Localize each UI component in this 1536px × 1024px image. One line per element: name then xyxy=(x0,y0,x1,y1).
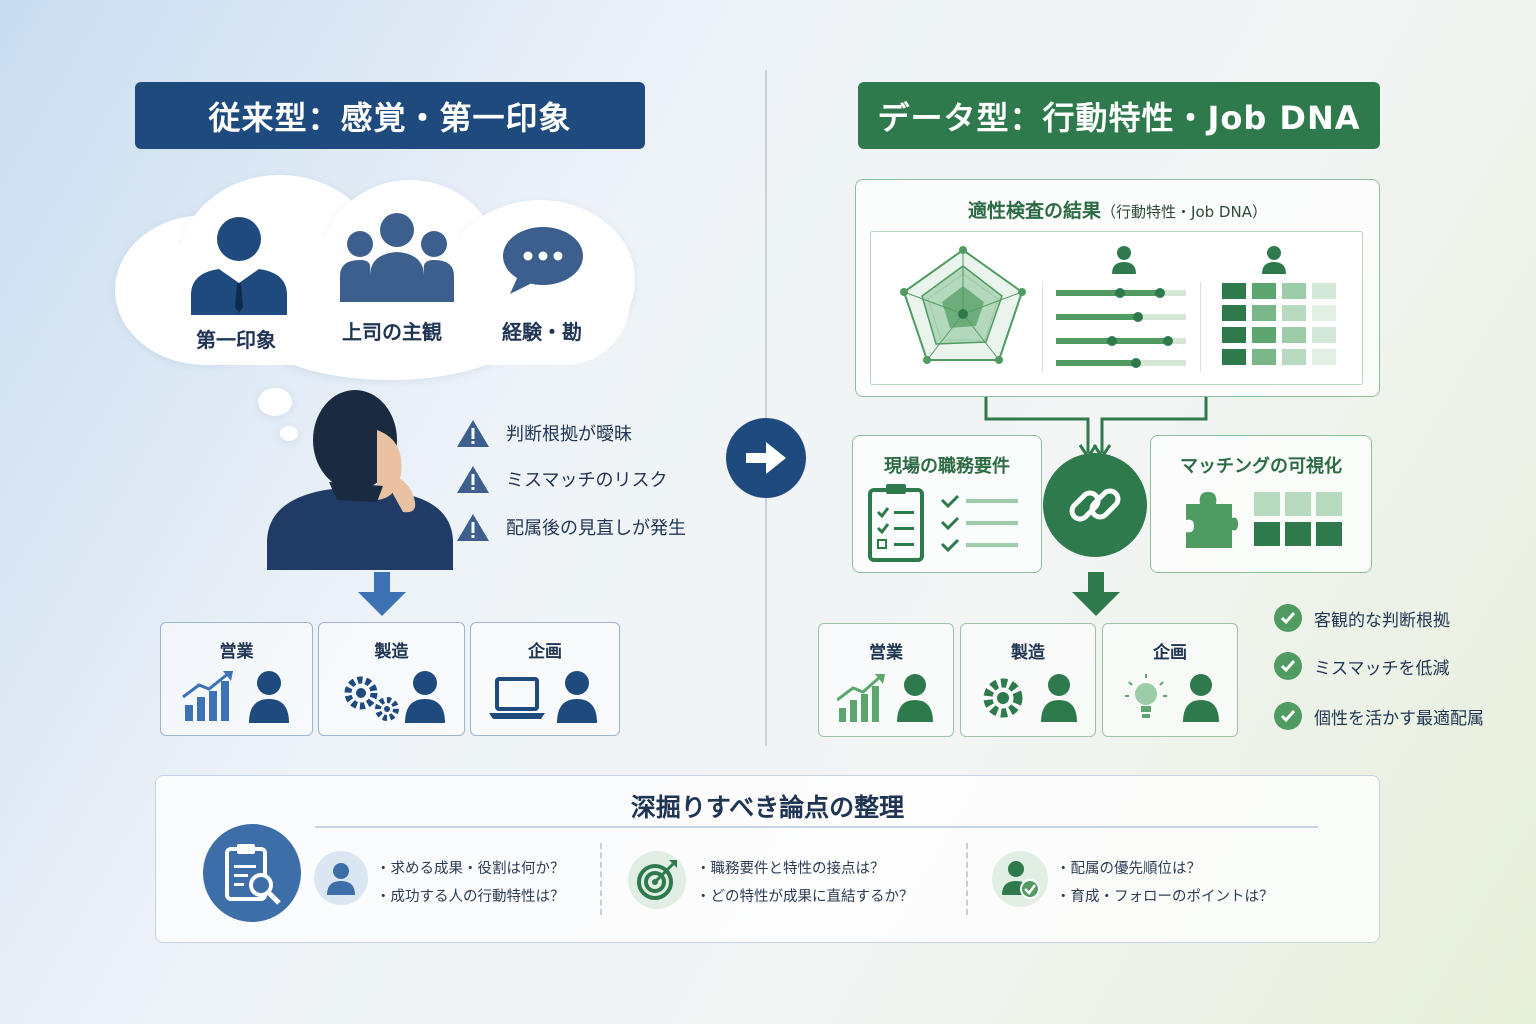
gear-icon xyxy=(983,678,1023,718)
radar-chart-icon xyxy=(900,246,1026,364)
chart-separator xyxy=(1042,282,1043,372)
center-divider xyxy=(765,70,767,746)
question-item: ・職務要件と特性の接点は？ xyxy=(696,861,885,877)
growth-chart-icon xyxy=(182,671,233,721)
dept-card-manufacturing: 製造 xyxy=(318,622,465,736)
person-badge xyxy=(314,851,368,905)
target-icon xyxy=(637,860,677,900)
dept-card-manufacturing: 製造 xyxy=(960,623,1096,737)
benefit-label: ミスマッチを低減 xyxy=(1314,658,1450,679)
businessman-icon xyxy=(191,217,287,315)
group-icon xyxy=(340,213,454,302)
link-circle xyxy=(1043,453,1147,557)
benefit-label: 客観的な判断根拠 xyxy=(1314,610,1450,631)
right-arrow-icon xyxy=(746,442,786,474)
benefit-objective: 客観的な判断根拠 xyxy=(1274,604,1450,632)
person-icon xyxy=(1262,246,1286,274)
dept-label: 企画 xyxy=(528,642,562,662)
down-arrow-icon xyxy=(1072,572,1120,616)
dashed-divider xyxy=(600,843,602,915)
checklist-icon xyxy=(868,484,1018,562)
dept-label: 企画 xyxy=(1153,643,1187,663)
warning-review: 配属後の見直しが発生 xyxy=(456,512,686,542)
dept-card-sales: 営業 xyxy=(818,623,954,737)
target-badge xyxy=(628,851,686,909)
check-icon xyxy=(1274,604,1302,632)
dept-label: 製造 xyxy=(1011,643,1045,663)
cloud-item-boss-opinion: 上司の主観 xyxy=(342,320,442,344)
trait-sliders-icon xyxy=(1056,288,1186,368)
check-icon xyxy=(1274,652,1302,680)
warning-icon xyxy=(457,420,489,447)
assessment-title-text: 適性検査の結果 xyxy=(968,200,1102,222)
dept-label: 営業 xyxy=(869,643,903,663)
link-icon xyxy=(1069,488,1121,522)
assessment-title: 適性検査の結果（行動特性・Job DNA） xyxy=(855,196,1380,223)
benefit-optimal-placement: 個性を活かす最適配属 xyxy=(1274,702,1484,730)
thinking-person-icon xyxy=(267,390,453,570)
clipboard-search-icon xyxy=(225,844,281,905)
cloud-item-experience: 経験・勘 xyxy=(502,320,582,344)
warning-label: ミスマッチのリスク xyxy=(506,470,668,491)
question-item: ・配属の優先順位は？ xyxy=(1056,861,1201,877)
lightbulb-icon xyxy=(1125,674,1167,718)
dept-card-sales: 営業 xyxy=(160,622,313,736)
puzzle-piece-icon xyxy=(1186,492,1238,548)
growth-chart-icon xyxy=(837,674,885,722)
cloud-item-first-impression: 第一印象 xyxy=(196,328,276,352)
warning-label: 判断根拠が曖昧 xyxy=(506,424,632,445)
benefit-reduce-mismatch: ミスマッチを低減 xyxy=(1274,652,1450,680)
warning-ambiguous: 判断根拠が曖昧 xyxy=(456,418,632,448)
person-icon xyxy=(249,671,289,723)
person-icon xyxy=(1041,674,1077,722)
chart-separator xyxy=(1200,282,1201,372)
laptop-icon xyxy=(489,677,545,719)
question-item: ・どの特性が成果に直結するか？ xyxy=(696,889,914,905)
person-icon xyxy=(557,671,597,723)
person-icon xyxy=(405,671,445,723)
matching-grid-icon xyxy=(1254,492,1342,546)
warning-label: 配属後の見直しが発生 xyxy=(506,518,686,539)
person-icon xyxy=(1183,674,1219,722)
title-underline xyxy=(315,826,1318,828)
warning-icon xyxy=(457,466,489,493)
person-icon xyxy=(327,863,355,895)
data-driven-title: データ型：行動特性・Job DNA xyxy=(858,82,1380,149)
discussion-points-title: 深掘りすべき論点の整理 xyxy=(630,793,905,822)
warning-mismatch: ミスマッチのリスク xyxy=(456,464,667,494)
speech-bubble-icon xyxy=(503,227,583,294)
check-icon xyxy=(1274,702,1302,730)
person-check-icon xyxy=(1002,861,1040,899)
person-icon xyxy=(1112,246,1136,274)
down-arrow-icon xyxy=(358,572,406,616)
dept-label: 製造 xyxy=(374,642,409,662)
traditional-title: 従来型：感覚・第一印象 xyxy=(135,82,645,149)
dashed-divider xyxy=(966,843,968,915)
question-item: ・育成・フォローのポイントは？ xyxy=(1056,889,1274,905)
dept-card-planning: 企画 xyxy=(470,622,620,736)
matching-title: マッチングの可視化 xyxy=(1180,456,1342,477)
dept-label: 営業 xyxy=(219,642,254,662)
trait-grid-icon xyxy=(1222,283,1336,365)
transition-arrow xyxy=(726,418,806,498)
clipboard-search-badge xyxy=(203,824,301,922)
question-item: ・求める成果・役割は何か？ xyxy=(376,861,565,877)
person-check-badge xyxy=(992,851,1048,907)
requirements-title: 現場の職務要件 xyxy=(884,456,1010,477)
question-item: ・成功する人の行動特性は？ xyxy=(376,889,565,905)
dept-card-planning: 企画 xyxy=(1102,623,1238,737)
warning-icon xyxy=(457,514,489,541)
person-icon xyxy=(897,674,933,722)
benefit-label: 個性を活かす最適配属 xyxy=(1314,708,1484,729)
gears-icon xyxy=(344,676,399,721)
assessment-subtitle: （行動特性・Job DNA） xyxy=(1101,203,1267,221)
